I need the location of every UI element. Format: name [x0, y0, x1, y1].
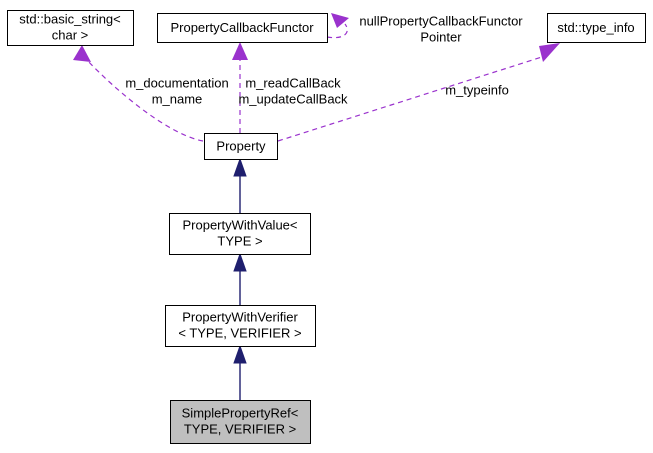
edge-label-read-update-callback: m_readCallBack m_updateCallBack — [238, 75, 348, 106]
node-basic-string[interactable]: std::basic_string< char > — [7, 10, 134, 46]
edge-arrowhead-property — [233, 157, 247, 177]
node-property-callback-functor-line-1: PropertyCallbackFunctor — [170, 20, 314, 35]
node-simple-property-ref[interactable]: SimplePropertyRef< TYPE, VERIFIER > — [170, 400, 311, 444]
edge-property-to-basic-string — [73, 45, 204, 142]
node-type-info-box[interactable] — [547, 13, 646, 43]
edge-label-null-functor-pointer-line-1: nullPropertyCallbackFunctor — [359, 13, 523, 28]
node-basic-string-line-1: std::basic_string< — [19, 11, 121, 26]
edge-property-to-type-info — [277, 43, 560, 142]
edge-property-to-callback-functor — [232, 42, 248, 133]
edge-label-read-update-callback-line-2: m_updateCallBack — [238, 91, 348, 106]
edge-arrowhead-type-info — [539, 43, 560, 62]
node-simple-property-ref-line-2: TYPE, VERIFIER > — [184, 421, 296, 436]
node-property-callback-functor[interactable]: PropertyCallbackFunctor — [157, 13, 328, 43]
edge-label-read-update-callback-line-1: m_readCallBack — [245, 75, 341, 90]
edge-label-null-functor-pointer-line-2: Pointer — [420, 29, 462, 44]
edge-label-typeinfo: m_typeinfo — [445, 82, 509, 97]
node-simple-property-ref-line-1: SimplePropertyRef< — [182, 405, 299, 420]
node-property-with-verifier-line-2: < TYPE, VERIFIER > — [178, 325, 301, 340]
edge-label-typeinfo-line-1: m_typeinfo — [445, 82, 509, 97]
node-type-info-line-1: std::type_info — [557, 20, 634, 35]
edge-line-callback-functor-self — [326, 23, 348, 39]
node-type-info[interactable]: std::type_info — [547, 13, 646, 43]
node-property-with-verifier[interactable]: PropertyWithVerifier < TYPE, VERIFIER > — [165, 305, 316, 347]
edge-label-documentation-name: m_documentation m_name — [125, 75, 228, 106]
edge-line-property-type-info — [277, 55, 546, 142]
edge-arrowhead-callback-functor-self — [331, 13, 349, 28]
node-property-with-value[interactable]: PropertyWithValue< TYPE > — [169, 213, 311, 255]
node-property-callback-functor-box[interactable] — [157, 13, 328, 43]
edge-arrowhead-basic-string — [73, 45, 91, 62]
node-property-line-1: Property — [216, 138, 266, 153]
edge-property-with-verifier-inherits-property-with-value — [233, 252, 247, 305]
edge-label-documentation-name-line-2: m_name — [152, 91, 203, 106]
edge-arrowhead-property-with-value — [233, 252, 247, 272]
node-property-with-value-box[interactable] — [169, 213, 311, 255]
edge-arrowhead-callback-functor — [232, 42, 248, 60]
node-property-with-verifier-line-1: PropertyWithVerifier — [182, 309, 298, 324]
edge-label-documentation-name-line-1: m_documentation — [125, 75, 228, 90]
edge-arrowhead-property-with-verifier — [233, 344, 247, 364]
node-property-with-value-line-2: TYPE > — [217, 233, 262, 248]
node-property-box[interactable] — [204, 133, 278, 160]
edge-callback-functor-self-loop — [326, 13, 349, 39]
edge-label-null-functor-pointer: nullPropertyCallbackFunctor Pointer — [359, 13, 523, 44]
node-property-with-value-line-1: PropertyWithValue< — [182, 217, 297, 232]
edge-simple-property-ref-inherits-property-with-verifier — [233, 344, 247, 400]
node-simple-property-ref-box[interactable] — [170, 400, 311, 444]
node-basic-string-line-2: char > — [52, 27, 89, 42]
node-property-with-verifier-box[interactable] — [165, 305, 316, 347]
edge-property-with-value-inherits-property — [233, 157, 247, 213]
node-property[interactable]: Property — [204, 133, 278, 160]
node-basic-string-box[interactable] — [7, 10, 134, 46]
edge-line-property-basic-string — [84, 57, 204, 142]
